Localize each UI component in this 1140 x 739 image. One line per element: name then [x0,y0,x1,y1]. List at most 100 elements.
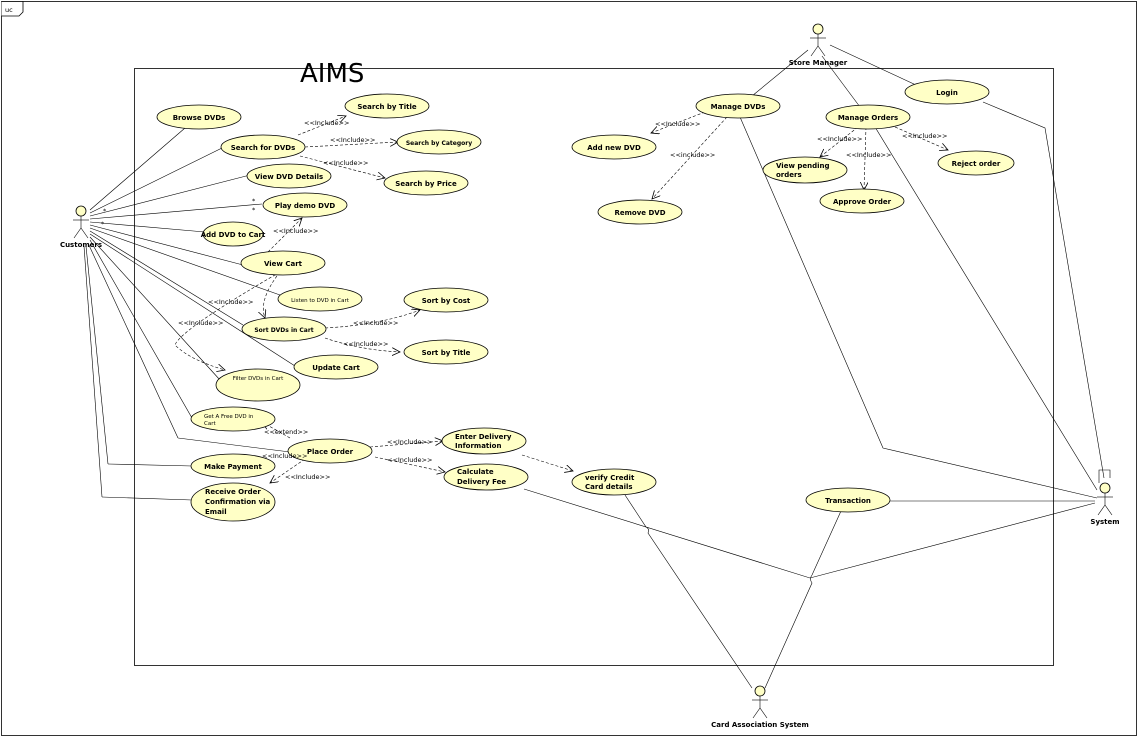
uc-enter-delivery[interactable]: Enter Delivery Information [441,427,527,455]
svg-text:View Cart: View Cart [264,260,303,268]
svg-text:Reject order: Reject order [952,160,1001,168]
svg-text:Delivery Fee: Delivery Fee [457,478,506,486]
svg-text:*: * [252,206,256,214]
svg-text:<<Include>>: <<Include>> [262,452,307,460]
svg-text:Email: Email [205,508,227,516]
svg-text:Sort by Cost: Sort by Cost [422,297,471,305]
svg-text:Cart: Cart [204,421,216,427]
svg-text:<<Include>>: <<Include>> [273,227,318,235]
uc-place-order[interactable]: Place Order [287,438,373,464]
svg-text:<<Include>>: <<Include>> [285,473,330,481]
svg-text:<<Include>>: <<Include>> [655,120,700,128]
uc-reject-order[interactable]: Reject order [937,150,1015,176]
svg-text:*: * [252,197,256,205]
svg-text:<<Include>>: <<Include>> [343,340,388,348]
svg-text:Customers: Customers [60,241,102,249]
svg-text:Manage Orders: Manage Orders [838,114,898,122]
uc-sort-dvds-in-cart[interactable]: Sort DVDs in Cart [241,316,327,342]
svg-text:Filter DVDs in Cart: Filter DVDs in Cart [233,376,284,382]
svg-text:*: * [103,207,107,215]
svg-text:<<Include>>: <<Include>> [846,151,891,159]
system-associations [523,101,1111,579]
uc-manage-dvds[interactable]: Manage DVDs [695,93,781,119]
svg-text:Add DVD to Cart: Add DVD to Cart [201,231,266,239]
uc-search-by-category[interactable]: Search by Category [396,129,482,155]
uc-transaction[interactable]: Transaction [805,487,891,513]
uc-search-by-title[interactable]: Search by Title [344,93,430,119]
svg-text:Approve Order: Approve Order [833,198,892,206]
uc-view-pending[interactable]: View pending orders [762,156,848,184]
svg-text:Search by Price: Search by Price [395,180,457,188]
frame-tag-box [1,1,24,17]
svg-text:Update Cart: Update Cart [312,364,360,372]
svg-text:<<Include>>: <<Include>> [323,159,368,167]
svg-text:<<Include>>: <<Include>> [387,456,432,464]
uc-update-cart[interactable]: Update Cart [293,354,379,380]
svg-text:Enter Delivery: Enter Delivery [455,433,512,441]
svg-text:Card details: Card details [585,483,633,491]
uc-add-dvd-to-cart[interactable]: Add DVD to Cart [201,221,266,247]
card-associations [624,494,842,689]
customer-include-relations [174,116,573,483]
uc-manage-orders[interactable]: Manage Orders [825,104,911,130]
svg-text:<<Include>>: <<Include>> [330,136,375,144]
uc-play-demo-dvd[interactable]: Play demo DVD [262,192,348,218]
svg-text:Browse DVDs: Browse DVDs [173,114,226,122]
uc-login[interactable]: Login [904,79,990,105]
system-boundary [134,68,1054,666]
actor-card-association[interactable]: Card Association System [711,685,809,729]
svg-text:Receive Order: Receive Order [205,488,261,496]
svg-text:Calculate: Calculate [457,468,494,476]
uc-make-payment[interactable]: Make Payment [190,453,276,479]
manager-associations [751,44,917,108]
svg-text:<<Include>>: <<Include>> [208,298,253,306]
uc-verify-card[interactable]: verify Credit Card details [571,468,657,496]
use-cases: Browse DVDs Search for DVDs Search by Ti… [156,79,1015,522]
svg-text:Store Manager: Store Manager [789,59,848,67]
svg-text:<<Include>>: <<Include>> [353,319,398,327]
uc-view-cart[interactable]: View Cart [240,250,326,276]
svg-text:Login: Login [936,89,958,97]
svg-text:Search by Category: Search by Category [406,140,472,147]
svg-text:Information: Information [455,442,501,450]
svg-text:Manage DVDs: Manage DVDs [711,103,766,111]
uc-view-dvd-details[interactable]: View DVD Details [246,163,332,189]
actor-system[interactable]: System [1090,482,1120,526]
uc-approve-order[interactable]: Approve Order [819,188,905,214]
svg-text:Remove DVD: Remove DVD [614,209,665,217]
stereotype-labels: <<Include>> <<Include>> <<Include>> <<In… [101,119,947,481]
svg-text:Search for DVDs: Search for DVDs [231,144,295,152]
svg-text:<<Include>>: <<Include>> [902,132,947,140]
svg-text:Play demo DVD: Play demo DVD [275,202,336,210]
svg-text:Sort by Title: Sort by Title [422,349,471,357]
svg-text:Get A Free DVD in: Get A Free DVD in [204,414,254,420]
uc-listen-to-dvd[interactable]: Listen to DVD in Cart [277,286,363,312]
uc-remove-dvd[interactable]: Remove DVD [597,199,683,225]
svg-text:Make Payment: Make Payment [204,463,262,471]
actor-store-manager[interactable]: Store Manager [789,23,848,67]
actor-customers[interactable]: Customers [60,205,102,249]
uc-calculate-fee[interactable]: Calculate Delivery Fee [443,463,529,491]
uc-receive-confirmation[interactable]: Receive Order Confirmation via Email [190,482,276,522]
uc-search-for-dvds[interactable]: Search for DVDs [220,134,306,160]
customer-associations [83,127,296,501]
uc-filter-dvds[interactable]: Filter DVDs in Cart [215,368,301,402]
svg-text:<<extend>>: <<extend>> [264,428,308,436]
svg-text:View pending: View pending [776,162,830,170]
system-title: AIMS [300,59,364,89]
svg-text:verify Credit: verify Credit [585,474,635,482]
svg-text:Card Association System: Card Association System [711,721,809,729]
uc-add-new-dvd[interactable]: Add new DVD [571,134,657,160]
svg-text:<<Include>>: <<Include>> [817,135,862,143]
uc-browse-dvds[interactable]: Browse DVDs [156,104,242,130]
uc-search-by-price[interactable]: Search by Price [383,170,469,196]
svg-text:Transaction: Transaction [825,497,871,505]
svg-text:Place Order: Place Order [307,448,354,456]
uc-get-free-dvd[interactable]: Get A Free DVD in Cart [190,406,276,432]
uc-sort-by-cost[interactable]: Sort by Cost [403,287,489,313]
svg-text:Listen to DVD in Cart: Listen to DVD in Cart [291,298,350,304]
svg-text:Confirmation via: Confirmation via [205,498,271,506]
uc-sort-by-title[interactable]: Sort by Title [403,339,489,365]
svg-text:<<Include>>: <<Include>> [304,119,349,127]
